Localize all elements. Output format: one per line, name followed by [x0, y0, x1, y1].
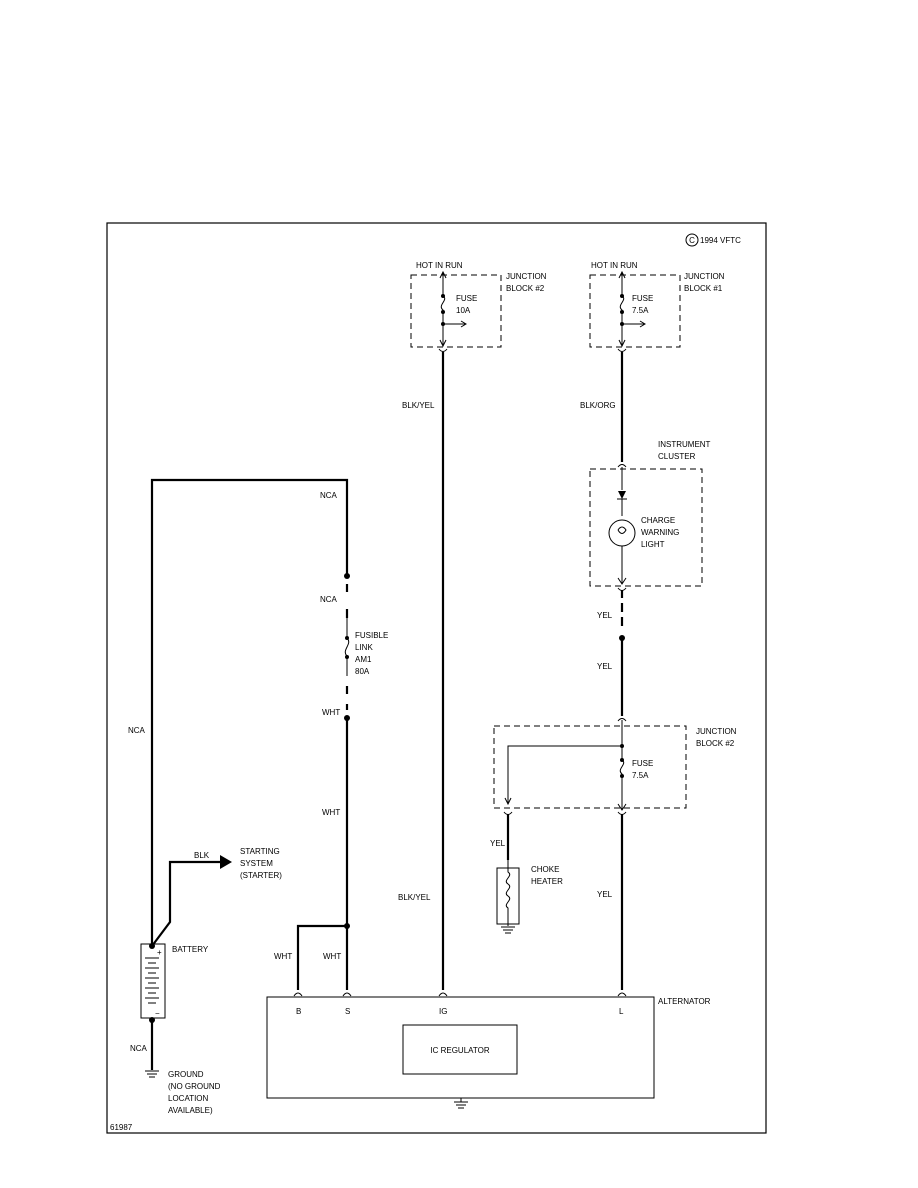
wire-label-wht-right-low: WHT [323, 952, 341, 961]
instrument-cluster: INSTRUMENT CLUSTER CHARGE WARNING LIGHT [589, 440, 711, 587]
starter-label-1: STARTING [240, 847, 280, 856]
jb2-top-fuse-rating: 10A [456, 306, 471, 315]
wire-label-nca-mid: NCA [320, 595, 338, 604]
copyright-mark: C 1994 VFTC [685, 233, 741, 247]
ground-label-3: LOCATION [168, 1094, 209, 1103]
wire-l-yel: YEL [597, 811, 627, 990]
jb1-top-hot-label: HOT IN RUN [591, 261, 638, 270]
wire-label-yel-low: YEL [597, 890, 613, 899]
wire-label-nca-top: NCA [320, 491, 338, 500]
ground-label-4: AVAILABLE) [168, 1106, 213, 1115]
wire-label-nca-bottom: NCA [130, 1044, 148, 1053]
fusible-link-label-4: 80A [355, 667, 370, 676]
wire-yel-cluster: YEL YEL [597, 587, 627, 716]
diagram-frame [106, 222, 767, 1134]
ground-label-1: GROUND [168, 1070, 204, 1079]
jb2-mid-fuse-label: FUSE [632, 759, 653, 768]
fusible-link-label-3: AM1 [355, 655, 372, 664]
choke-heater-label-2: HEATER [531, 877, 563, 886]
wire-label-blk-yel-low: BLK/YEL [398, 893, 431, 902]
wire-nca-loop: NCA NCA NCA [128, 478, 350, 948]
terminal-s: S [345, 1007, 350, 1016]
jb1-top-name-1: JUNCTION [684, 272, 725, 281]
terminal-ig: IG [439, 1007, 447, 1016]
battery-plus: + [157, 948, 162, 957]
figure-id: 61987 [110, 1123, 133, 1132]
cluster-label-2: CLUSTER [658, 452, 696, 461]
battery: + − BATTERY NCA GROUND (NO GROUND LOCATI… [130, 943, 221, 1115]
jb1-top-name-2: BLOCK #1 [684, 284, 723, 293]
wire-label-wht-mid: WHT [322, 808, 340, 817]
fusible-link: FUSIBLE LINK AM1 80A [344, 618, 388, 676]
wire-label-blk-org: BLK/ORG [580, 401, 616, 410]
terminal-l: L [619, 1007, 624, 1016]
jb2-top-name-2: BLOCK #2 [506, 284, 545, 293]
wire-label-wht-upper: WHT [322, 708, 340, 717]
jb2-mid-fuse-rating: 7.5A [632, 771, 649, 780]
wire-label-nca-left: NCA [128, 726, 146, 735]
junction-block-1-top: HOT IN RUN JUNCTION BLOCK #1 FUSE 7.5A [589, 261, 725, 348]
wire-label-yel-2: YEL [597, 662, 613, 671]
jb1-top-fuse-rating: 7.5A [632, 306, 649, 315]
fusible-link-label-2: LINK [355, 643, 373, 652]
battery-label: BATTERY [172, 945, 209, 954]
charge-warning-light-label-3: LIGHT [641, 540, 665, 549]
wire-label-yel-choke: YEL [490, 839, 506, 848]
terminal-b: B [296, 1007, 301, 1016]
jb2-top-fuse-label: FUSE [456, 294, 477, 303]
ground-label-2: (NO GROUND [168, 1082, 221, 1091]
jb2-top-hot-label: HOT IN RUN [416, 261, 463, 270]
battery-minus: − [155, 1009, 160, 1018]
junction-block-2-mid: JUNCTION BLOCK #2 FUSE 7.5A [493, 718, 737, 811]
jb2-mid-name-1: JUNCTION [696, 727, 737, 736]
wire-label-wht-left-low: WHT [274, 952, 292, 961]
wire-label-yel-1: YEL [597, 611, 613, 620]
choke-heater: YEL CHOKE HEATER [490, 811, 563, 934]
wire-blk-org: BLK/ORG [580, 348, 627, 462]
jb2-top-name-1: JUNCTION [506, 272, 547, 281]
wire-wht: WHT WHT WHT WHT [274, 686, 350, 990]
wire-label-blk: BLK [194, 851, 210, 860]
wire-label-blk-yel-top: BLK/YEL [402, 401, 435, 410]
ic-regulator-label: IC REGULATOR [430, 1046, 489, 1055]
wire-blk-starter: BLK STARTING SYSTEM (STARTER) [151, 847, 282, 947]
choke-heater-label-1: CHOKE [531, 865, 559, 874]
alternator: B S IG L ALTERNATOR IC REGULATOR [266, 992, 711, 1109]
cluster-label-1: INSTRUMENT [658, 440, 711, 449]
junction-block-2-top: HOT IN RUN JUNCTION BLOCK #2 FUSE 10A [410, 261, 547, 348]
starter-label-2: SYSTEM [240, 859, 273, 868]
copyright-symbol: C [689, 236, 695, 245]
charge-warning-light-label-2: WARNING [641, 528, 679, 537]
jb1-top-fuse-label: FUSE [632, 294, 653, 303]
fusible-link-label-1: FUSIBLE [355, 631, 388, 640]
alternator-label: ALTERNATOR [658, 997, 711, 1006]
charge-warning-light-label-1: CHARGE [641, 516, 675, 525]
copyright-text: 1994 VFTC [700, 236, 741, 245]
wire-ig-blk-yel: BLK/YEL BLK/YEL [398, 348, 448, 990]
jb2-mid-name-2: BLOCK #2 [696, 739, 735, 748]
starter-label-3: (STARTER) [240, 871, 282, 880]
